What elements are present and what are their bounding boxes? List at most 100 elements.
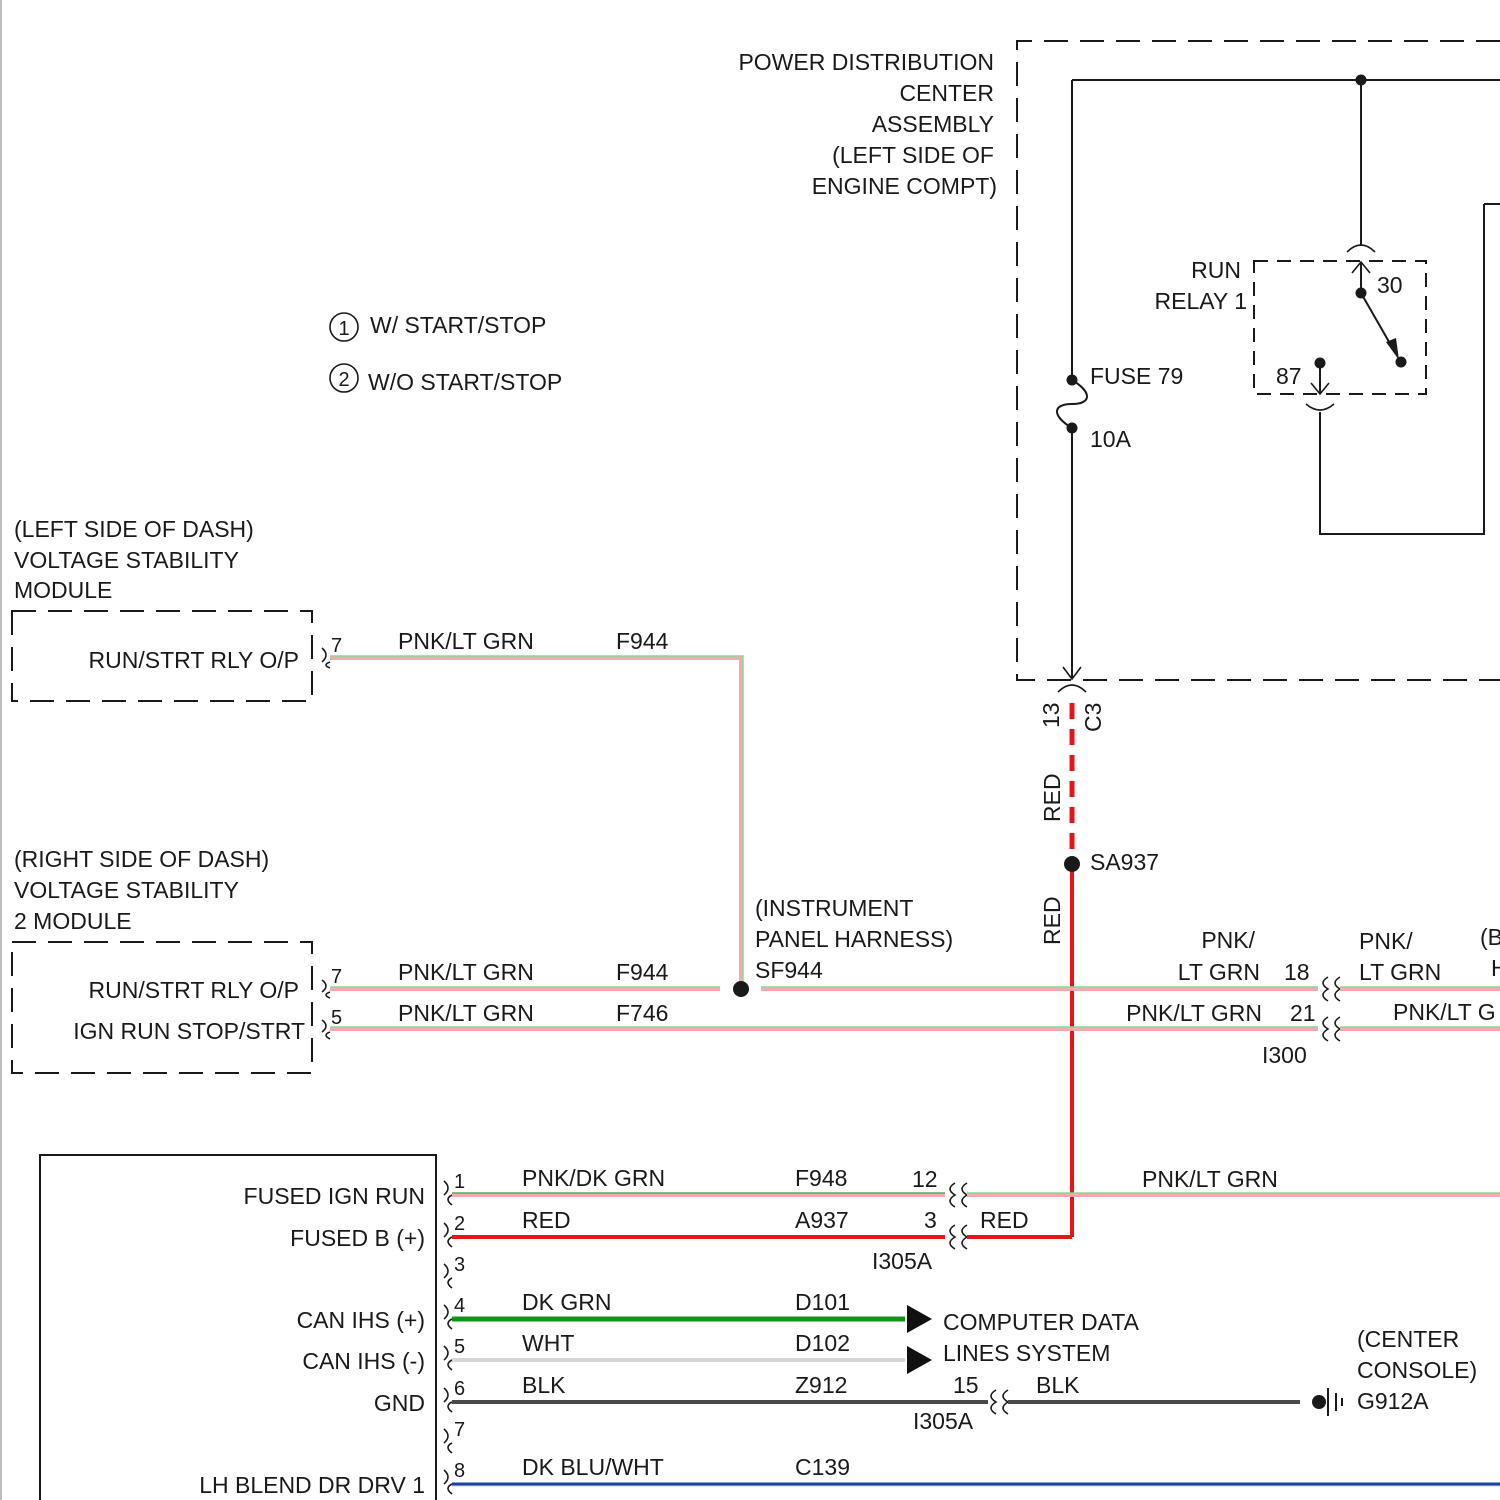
module-wire-circuit: A937 xyxy=(795,1207,849,1233)
module-pin-connector xyxy=(444,1388,452,1412)
i300-pin21-left-color: PNK/LT GRN xyxy=(1126,1000,1262,1026)
splice-sf944 xyxy=(733,981,749,997)
ip-harness-splice: (INSTRUMENT PANEL HARNESS) SF944 xyxy=(733,895,953,997)
i300-pin21-right xyxy=(1335,1017,1340,1041)
data-bus-label-1: COMPUTER DATA xyxy=(943,1309,1140,1335)
module-wire-color: WHT xyxy=(522,1330,574,1356)
connector-i300: PNK/ LT GRN 18 PNK/ LT GRN (B H PNK/LT G… xyxy=(1126,924,1500,1068)
vsm-right-pin2-num: 5 xyxy=(331,1007,342,1029)
i300-pin18-left xyxy=(1323,977,1328,1001)
module-wire-color: DK GRN xyxy=(522,1289,611,1315)
module-pin-label: FUSED B (+) xyxy=(290,1225,425,1251)
ground-g912a: (CENTER CONSOLE) G912A xyxy=(1312,1326,1477,1416)
fuse-rating: 10A xyxy=(1090,426,1132,452)
ground-icon xyxy=(1328,1388,1342,1416)
module-wire-circuit: D101 xyxy=(795,1289,850,1315)
legend: 1 W/ START/STOP 2 W/O START/STOP xyxy=(330,312,562,395)
vsm-left-pin-connector xyxy=(322,648,330,668)
vsm-right-location-3: 2 MODULE xyxy=(14,908,132,934)
ip-harness-label-1: (INSTRUMENT xyxy=(755,895,913,921)
vsm-right-pin2-connector xyxy=(322,1020,330,1039)
module-pin-connector xyxy=(444,1264,452,1288)
pdc-title-line-5: ENGINE COMPT) xyxy=(812,173,997,199)
module-pin-num: 2 xyxy=(454,1213,465,1235)
legend-num-1: 1 xyxy=(338,318,349,340)
i305a-pin3-left xyxy=(950,1225,955,1249)
module-pin-connector xyxy=(444,1429,452,1453)
i300-pin18-left-color-1: PNK/ xyxy=(1201,927,1255,953)
module-pin-num: 5 xyxy=(454,1336,465,1358)
pdc-title-line-3: ASSEMBLY xyxy=(872,111,994,137)
splice-sf944-label: SF944 xyxy=(755,957,823,983)
module-pin-connector xyxy=(444,1181,452,1205)
vsm-right: (RIGHT SIDE OF DASH) VOLTAGE STABILITY 2… xyxy=(12,846,1318,1073)
relay-contact-nc xyxy=(1396,357,1407,368)
module-pin-num: 7 xyxy=(454,1419,465,1441)
red-feed-circuit: RED SA937 RED xyxy=(1039,703,1159,1237)
vsm-left-wire-circuit: F944 xyxy=(616,628,669,654)
module-pin-connector xyxy=(444,1223,452,1247)
vsm-right-pin1-connector xyxy=(322,980,330,998)
module-pin-connector xyxy=(444,1305,452,1329)
i305a-pin3-right xyxy=(962,1225,967,1249)
legend-text-2: W/O START/STOP xyxy=(368,369,562,395)
pdc-title-line-1: POWER DISTRIBUTION xyxy=(738,49,994,75)
c3-connector-name: C3 xyxy=(1080,703,1106,732)
wire-f944-left-stripe xyxy=(330,656,743,983)
relay-pin-87: 87 xyxy=(1276,363,1302,389)
i305a-pin12-right-color: PNK/LT GRN xyxy=(1142,1166,1278,1192)
i305a-pin12-left xyxy=(950,1183,955,1207)
legend-text-1: W/ START/STOP xyxy=(370,312,546,338)
i300-pin21-left xyxy=(1323,1017,1328,1041)
module-pin-num: 3 xyxy=(454,1254,465,1276)
i300-pin-21: 21 xyxy=(1290,1000,1316,1026)
module-wire-circuit: D102 xyxy=(795,1330,850,1356)
pdc-boundary xyxy=(1017,41,1500,680)
i305a-pin3-right-color: RED xyxy=(980,1207,1029,1233)
i305a-pin15-right-color: BLK xyxy=(1036,1372,1080,1398)
module-wire-circuit: Z912 xyxy=(795,1372,847,1398)
vsm-right-pin2-circuit: F746 xyxy=(616,1000,668,1026)
module-pin-num: 1 xyxy=(454,1171,465,1193)
pdc-title-line-4: (LEFT SIDE OF xyxy=(832,142,994,168)
i305a-pin15-right xyxy=(1003,1390,1008,1414)
module-pin-num: 8 xyxy=(454,1460,465,1482)
module-pin-label: GND xyxy=(374,1390,425,1416)
data-bus-label-2: LINES SYSTEM xyxy=(943,1340,1110,1366)
module-wire-color: RED xyxy=(522,1207,571,1233)
vsm-left-location-3: MODULE xyxy=(14,577,112,603)
i300-edge-text-2: H xyxy=(1491,955,1500,981)
module-wire-color: BLK xyxy=(522,1372,566,1398)
relay-pin87-return xyxy=(1320,204,1500,534)
module-wire-circuit: C139 xyxy=(795,1454,850,1480)
data-bus: COMPUTER DATA LINES SYSTEM xyxy=(907,1305,1140,1374)
red-wire-color-lower: RED xyxy=(1039,896,1065,945)
ground-location-2: CONSOLE) xyxy=(1357,1357,1477,1383)
relay-pin87-connector xyxy=(1306,404,1334,410)
red-wire-color-upper: RED xyxy=(1039,773,1065,822)
i300-pin18-right xyxy=(1335,977,1340,1001)
i300-pin18-right-color-1: PNK/ xyxy=(1359,928,1413,954)
relay-pin30-connector xyxy=(1347,245,1375,252)
module-pin-num: 6 xyxy=(454,1378,465,1400)
ground-location-1: (CENTER xyxy=(1357,1326,1459,1352)
i305a-pin-3: 3 xyxy=(924,1207,937,1233)
vsm-right-pin2-label: IGN RUN STOP/STRT xyxy=(73,1018,305,1044)
legend-num-2: 2 xyxy=(338,369,349,391)
vsm-left-location-2: VOLTAGE STABILITY xyxy=(14,547,239,573)
i300-pin18-right-color-2: LT GRN xyxy=(1359,959,1441,985)
i305a-name-lower: I305A xyxy=(913,1408,974,1434)
module-pin-label: CAN IHS (-) xyxy=(302,1348,425,1374)
c3-pin-13: 13 xyxy=(1038,702,1064,728)
module-pin-connector xyxy=(444,1470,452,1494)
i300-connector-name: I300 xyxy=(1262,1042,1307,1068)
module-wire-circuit: F948 xyxy=(795,1165,847,1191)
module-pin-connector xyxy=(444,1346,452,1370)
vsm-left-wire-color: PNK/LT GRN xyxy=(398,628,534,654)
i300-pin-18: 18 xyxy=(1284,959,1310,985)
vsm-right-pin1-color: PNK/LT GRN xyxy=(398,959,534,985)
i305a-name-upper: I305A xyxy=(872,1248,933,1274)
pdc-title-line-2: CENTER xyxy=(899,80,994,106)
module-wire-color: PNK/DK GRN xyxy=(522,1165,665,1191)
